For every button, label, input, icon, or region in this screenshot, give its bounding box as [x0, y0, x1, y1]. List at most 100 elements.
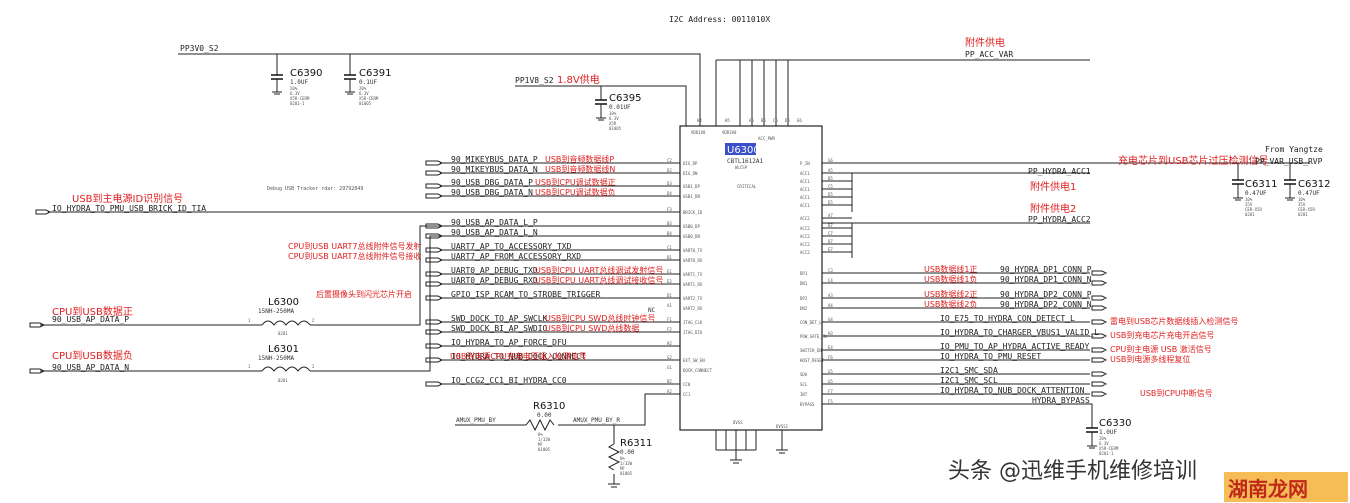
svg-text:I2C1_SMC_SCL: I2C1_SMC_SCL — [940, 376, 998, 385]
svg-text:USB数据线1正: USB数据线1正 — [924, 264, 978, 274]
svg-text:0.47UF: 0.47UF — [1298, 190, 1320, 197]
svg-text:01005: 01005 — [609, 126, 622, 131]
svg-text:90_USB_AP_DATA_L_N: 90_USB_AP_DATA_L_N — [451, 228, 538, 237]
svg-text:D7: D7 — [828, 239, 833, 244]
svg-text:A4: A4 — [828, 303, 833, 308]
svg-text:C6312: C6312 — [1298, 179, 1330, 190]
usb-rvp-label: PP_VAR_USB_RVP — [1255, 157, 1323, 166]
svg-text:ACC1: ACC1 — [800, 203, 810, 208]
ic-crit: CRITICAL — [737, 184, 757, 189]
svg-text:雷电到USB芯片数据线插入检测信号: 雷电到USB芯片数据线插入检测信号 — [1110, 316, 1238, 326]
svg-text:D4: D4 — [667, 191, 672, 196]
svg-text:USB到主电源ID识别信号: USB到主电源ID识别信号 — [72, 192, 183, 205]
svg-text:UART2_RX: UART2_RX — [683, 306, 703, 311]
svg-text:1/32W: 1/32W — [538, 437, 551, 442]
svg-text:DIG_DN: DIG_DN — [683, 171, 698, 176]
port-arrow — [425, 160, 444, 166]
resistor-r6310: AMUX_PMU_BY AMUX_PMU_BY_R R6310 0.00 0% … — [455, 393, 680, 452]
resistor-r6311: R6311 0.00 0% 1/32W MF 01005 — [607, 425, 652, 488]
svg-text:B5: B5 — [828, 176, 833, 181]
svg-text:C6311: C6311 — [1245, 179, 1277, 190]
port-arrow — [35, 209, 52, 215]
svg-text:GPIO_ISP_RCAM_TO_STROBE_TRIGGE: GPIO_ISP_RCAM_TO_STROBE_TRIGGER — [451, 290, 600, 299]
svg-text:10%: 10% — [609, 111, 617, 116]
svg-text:CER-X5R: CER-X5R — [1245, 207, 1262, 212]
svg-text:CC0: CC0 — [683, 382, 691, 387]
svg-text:1.0UF: 1.0UF — [1099, 429, 1117, 436]
port-arrow — [425, 193, 444, 199]
svg-text:C6390: C6390 — [290, 68, 322, 79]
svg-text:SWITCH_EN: SWITCH_EN — [800, 348, 822, 353]
ic-right-pins: P_ING6ACC1A5ACC1B5ACC1C5ACC1D5ACC1E5ACC2… — [800, 158, 852, 407]
svg-text:20%: 20% — [1099, 436, 1107, 441]
svg-text:A2: A2 — [667, 389, 672, 394]
svg-text:01005: 01005 — [538, 447, 551, 452]
svg-text:UART2_TX: UART2_TX — [683, 296, 703, 301]
svg-text:USB到CPU UART总线调试发射信号: USB到CPU UART总线调试发射信号 — [535, 265, 663, 275]
svg-text:CON_DET_L: CON_DET_L — [800, 320, 822, 325]
svg-text:90_USB_AP_DATA_N: 90_USB_AP_DATA_N — [52, 363, 129, 372]
capacitor-c6311: C6311 0.47UF 10% 35V CER-X5R 0201 — [1232, 179, 1277, 217]
port-arrow — [1091, 270, 1108, 276]
port-arrow — [1091, 347, 1108, 353]
svg-text:IO_HYDRA_TO_PMU_USB_BRICK_ID_T: IO_HYDRA_TO_PMU_USB_BRICK_ID_TIA — [52, 204, 206, 213]
pp1v8-label: PP1V8_S2 — [515, 76, 554, 85]
svg-text:IO_HYDRA_TO_CHARGER_VBUS1_VALI: IO_HYDRA_TO_CHARGER_VBUS1_VALID_L — [940, 328, 1099, 337]
svg-text:10%: 10% — [1245, 197, 1253, 202]
svg-text:15NH-250MA: 15NH-250MA — [258, 355, 295, 362]
svg-text:USB到充电芯片充电开启信号: USB到充电芯片充电开启信号 — [1110, 330, 1214, 340]
ic-part: CBTL1612A1 — [727, 158, 764, 165]
svg-text:B3: B3 — [667, 221, 672, 226]
i2c-address: I2C Address: 0011010X — [669, 15, 770, 24]
svg-text:INT: INT — [800, 392, 808, 397]
svg-text:USB到电源多线程复位: USB到电源多线程复位 — [1110, 354, 1190, 364]
inductor-l6300: CPU到USB数据正 90_USB_AP_DATA_P L6300 15NH-2… — [40, 225, 680, 336]
svg-text:R6311: R6311 — [620, 438, 652, 449]
svg-text:0201: 0201 — [278, 331, 288, 336]
svg-text:0201: 0201 — [278, 378, 288, 383]
svg-text:UART0_AP_DEBUG_TXD: UART0_AP_DEBUG_TXD — [451, 266, 538, 275]
svg-text:0.1UF: 0.1UF — [359, 79, 377, 86]
svg-text:C6395: C6395 — [609, 93, 641, 104]
pp1v8-rail — [515, 85, 687, 126]
svg-text:15NH-250MA: 15NH-250MA — [258, 308, 295, 315]
svg-text:D5: D5 — [828, 192, 833, 197]
svg-text:0.01UF: 0.01UF — [609, 104, 631, 111]
pp1v8-note: 1.8V供电 — [557, 73, 600, 86]
port-arrow — [425, 183, 444, 189]
port-arrow — [425, 357, 444, 363]
svg-text:USB到CPU中断信号: USB到CPU中断信号 — [1140, 388, 1213, 398]
svg-text:G1: G1 — [667, 365, 672, 370]
port-arrow — [425, 257, 444, 263]
svg-text:2: 2 — [312, 318, 315, 323]
svg-text:C2: C2 — [667, 158, 672, 163]
svg-text:35V: 35V — [1298, 202, 1306, 207]
port-arrow — [1091, 381, 1108, 387]
svg-text:B1: B1 — [667, 255, 672, 260]
svg-text:ACC2: ACC2 — [800, 216, 810, 221]
svg-text:6.3V: 6.3V — [1099, 441, 1109, 446]
svg-text:A3: A3 — [828, 293, 833, 298]
port-arrow — [1091, 391, 1108, 397]
svg-text:35V: 35V — [1245, 202, 1253, 207]
capacitor-c6330: C6330 1.0UF 20% 6.3V X5R-CERM 0201-1 — [822, 403, 1131, 456]
